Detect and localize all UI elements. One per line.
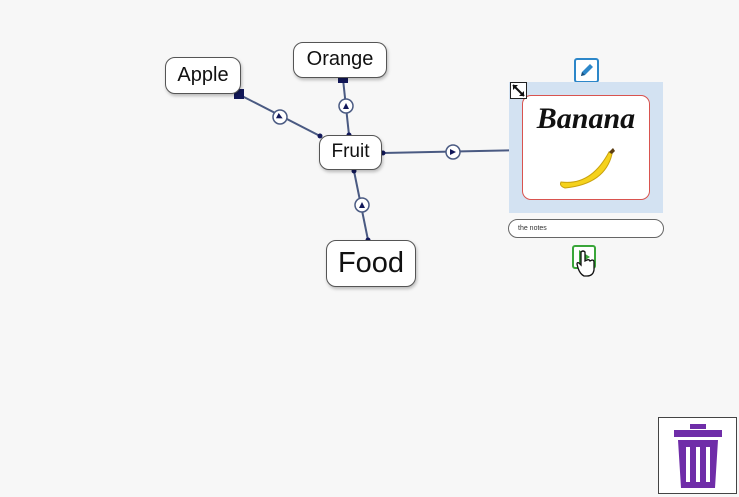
node-apple[interactable]: Apple xyxy=(165,57,241,94)
node-label: Apple xyxy=(177,64,229,86)
direction-arrow-icon[interactable] xyxy=(354,197,370,213)
edit-button[interactable] xyxy=(574,58,599,83)
resize-arrows-icon xyxy=(512,84,525,97)
edge-anchor[interactable] xyxy=(234,89,244,99)
resize-handle[interactable] xyxy=(510,82,527,99)
edge-orange-fruit[interactable] xyxy=(338,73,354,138)
edge-food-fruit[interactable] xyxy=(351,168,371,243)
direction-arrow-icon[interactable] xyxy=(445,144,461,160)
node-label: Fruit xyxy=(331,141,370,162)
node-label: Food xyxy=(337,247,405,279)
node-orange[interactable]: Orange xyxy=(293,42,387,78)
hand-pointer-icon xyxy=(576,250,595,277)
node-food[interactable]: Food xyxy=(326,240,416,287)
node-banana-card[interactable]: Banana xyxy=(522,95,650,200)
edge-fruit-banana[interactable] xyxy=(380,144,530,160)
banana-image xyxy=(560,148,615,189)
trash-drop-zone[interactable] xyxy=(658,417,737,494)
node-fruit[interactable]: Fruit xyxy=(319,135,382,170)
direction-arrow-icon[interactable] xyxy=(272,109,288,125)
edge-apple-fruit[interactable] xyxy=(234,89,323,139)
card-title: Banana xyxy=(536,102,636,135)
pencil-icon xyxy=(581,64,593,76)
edge-anchor[interactable] xyxy=(338,73,348,83)
trash-can-icon xyxy=(674,424,722,488)
notes-field[interactable]: the notes xyxy=(508,219,664,238)
node-label: Orange xyxy=(306,48,374,70)
direction-arrow-icon[interactable] xyxy=(338,98,354,114)
